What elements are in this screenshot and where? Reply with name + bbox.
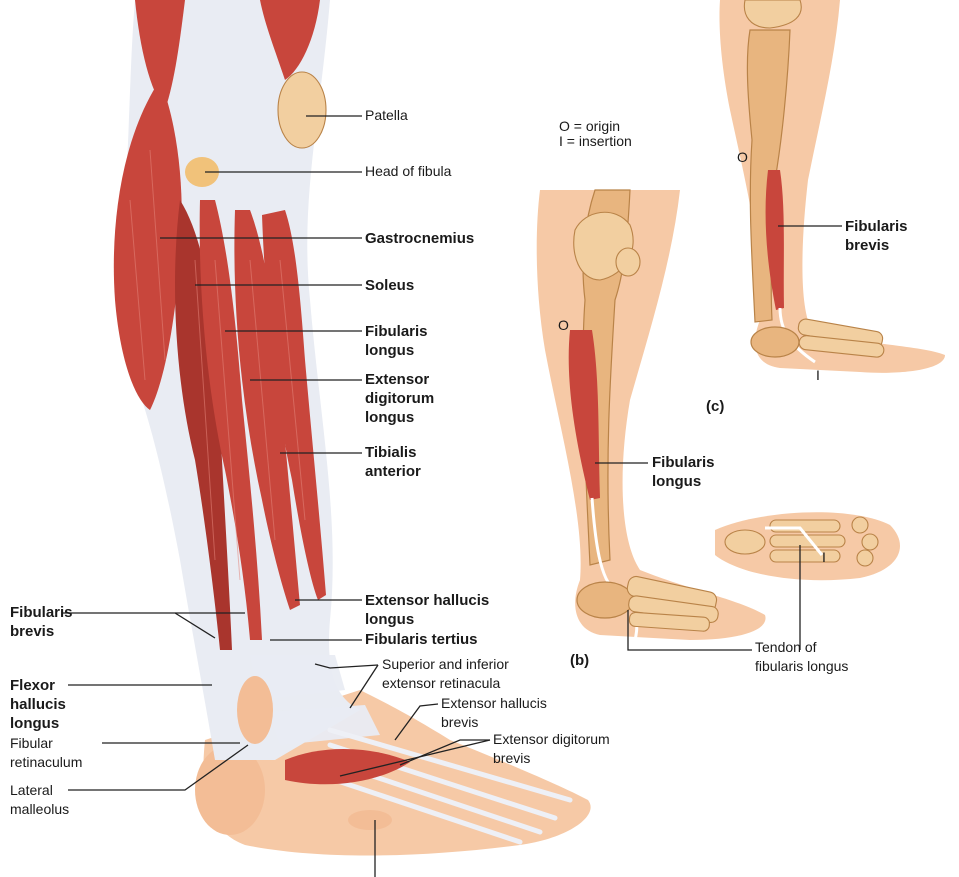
panel-b-skin (536, 190, 766, 640)
label-extensor-digitorum-brevis-1: Extensor digitorum (493, 731, 610, 747)
fibula-head-bone (185, 157, 219, 187)
extensor-digitorum-longus-muscle (234, 210, 300, 610)
label-extensor-digitorum-longus-2: digitorum (365, 390, 434, 407)
label-fibular-retinaculum-2: retinaculum (10, 754, 82, 770)
text-labels: O = origin I = insertion O O I I (b) (c)… (10, 107, 908, 817)
label-fibularis-brevis-left-1: Fibularis (10, 604, 73, 621)
panel-c-knee (743, 0, 802, 29)
panel-c-fibularis-brevis-muscle (765, 170, 784, 310)
panel-c-insertion-marker: I (816, 367, 820, 383)
panel-label-b: (b) (570, 652, 589, 669)
label-flexor-hallucis-longus-3: longus (10, 715, 59, 732)
fifth-metatarsal (348, 810, 392, 830)
label-gastrocnemius: Gastrocnemius (365, 230, 474, 247)
extensor-digitorum-brevis-muscle (285, 748, 410, 785)
thigh-muscle-left (135, 0, 185, 110)
plantar-tendon (765, 526, 824, 556)
label-extensor-digitorum-longus-1: Extensor (365, 371, 429, 388)
label-retinacula-2: extensor retinacula (382, 675, 501, 691)
label-extensor-digitorum-brevis-2: brevis (493, 750, 530, 766)
legend-insertion: I = insertion (559, 133, 632, 149)
label-c-fibularis-brevis-1: Fibularis (845, 218, 908, 235)
legend-origin: O = origin (559, 118, 620, 134)
label-tibialis-anterior-1: Tibialis (365, 444, 416, 461)
panel-b-leg (536, 189, 900, 641)
label-retinacula-1: Superior and inferior (382, 656, 509, 672)
label-extensor-hallucis-longus-2: longus (365, 611, 414, 628)
label-lateral-malleolus-1: Lateral (10, 782, 53, 798)
panel-b-foot-bones (576, 575, 719, 632)
heel-shape (195, 745, 265, 835)
label-tibialis-anterior-2: anterior (365, 463, 421, 480)
panel-b-origin-marker: O (558, 317, 569, 333)
label-fibularis-longus-1: Fibularis (365, 323, 428, 340)
label-b-tendon-1: Tendon of (755, 639, 817, 655)
label-patella: Patella (365, 107, 408, 123)
label-lateral-malleolus-2: malleolus (10, 801, 69, 817)
plantar-bones (724, 516, 879, 567)
label-flexor-hallucis-longus-2: hallucis (10, 696, 66, 713)
panel-c-leg (719, 0, 945, 373)
label-soleus: Soleus (365, 277, 414, 294)
label-c-fibularis-brevis-2: brevis (845, 237, 889, 254)
label-b-fibularis-longus-1: Fibularis (652, 454, 715, 471)
leader-lines (62, 115, 842, 877)
panel-b-insertion-marker: I (822, 549, 826, 565)
label-b-tendon-2: fibularis longus (755, 658, 848, 674)
thigh-muscle-right (260, 0, 320, 80)
label-extensor-digitorum-longus-3: longus (365, 409, 414, 426)
label-fibularis-longus-2: longus (365, 342, 414, 359)
label-flexor-hallucis-longus-1: Flexor (10, 677, 55, 694)
panel-b-fibula-head (615, 247, 641, 277)
panel-c-origin-marker: O (737, 149, 748, 165)
malleolus-bump (237, 676, 273, 744)
label-extensor-hallucis-brevis-1: Extensor hallucis (441, 695, 547, 711)
soleus-muscle (175, 200, 232, 650)
fibularis-longus-muscle (199, 200, 262, 640)
label-b-fibularis-longus-2: longus (652, 473, 701, 490)
patella-bone (277, 71, 327, 149)
label-head-of-fibula: Head of fibula (365, 163, 452, 179)
label-fibular-retinaculum-1: Fibular (10, 735, 53, 751)
main-leg (113, 0, 591, 856)
label-extensor-hallucis-longus-1: Extensor hallucis (365, 592, 489, 609)
label-extensor-hallucis-brevis-2: brevis (441, 714, 478, 730)
panel-label-c: (c) (706, 398, 724, 415)
panel-c-foot-bones (750, 318, 885, 358)
label-fibularis-tertius: Fibularis tertius (365, 631, 478, 648)
panel-b-fibularis-longus-muscle (568, 330, 600, 500)
label-fibularis-brevis-left-2: brevis (10, 623, 54, 640)
gastrocnemius-muscle (113, 80, 182, 410)
